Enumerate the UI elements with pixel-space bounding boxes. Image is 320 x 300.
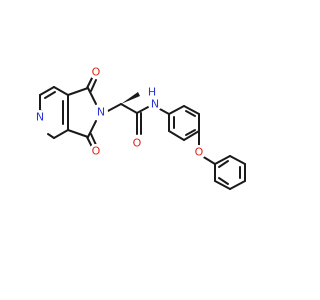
amide-oxygen: O bbox=[133, 137, 142, 150]
pyridine-ring bbox=[39, 86, 69, 139]
imide-nitrogen: N bbox=[97, 106, 105, 119]
wedge-bond bbox=[121, 92, 140, 104]
phenylene-ring bbox=[168, 105, 200, 141]
phenyl-ring bbox=[214, 155, 246, 190]
amide-hydrogen: H bbox=[148, 86, 156, 99]
pyridine-nitrogen: N bbox=[36, 111, 44, 124]
molecule-structure: O O N N O N H O bbox=[33, 65, 246, 190]
carbonyl-oxygen-top: O bbox=[92, 66, 101, 79]
amide-nitrogen: N bbox=[151, 98, 159, 111]
imide-ring bbox=[67, 87, 97, 138]
atom-labels: O O N N O N H O bbox=[33, 65, 206, 159]
ether-oxygen: O bbox=[195, 146, 204, 159]
carbonyl-oxygen-bottom: O bbox=[92, 145, 101, 158]
imide-carbonyls bbox=[86, 77, 97, 148]
ether-linkage bbox=[198, 130, 216, 165]
chiral-center bbox=[105, 92, 140, 114]
